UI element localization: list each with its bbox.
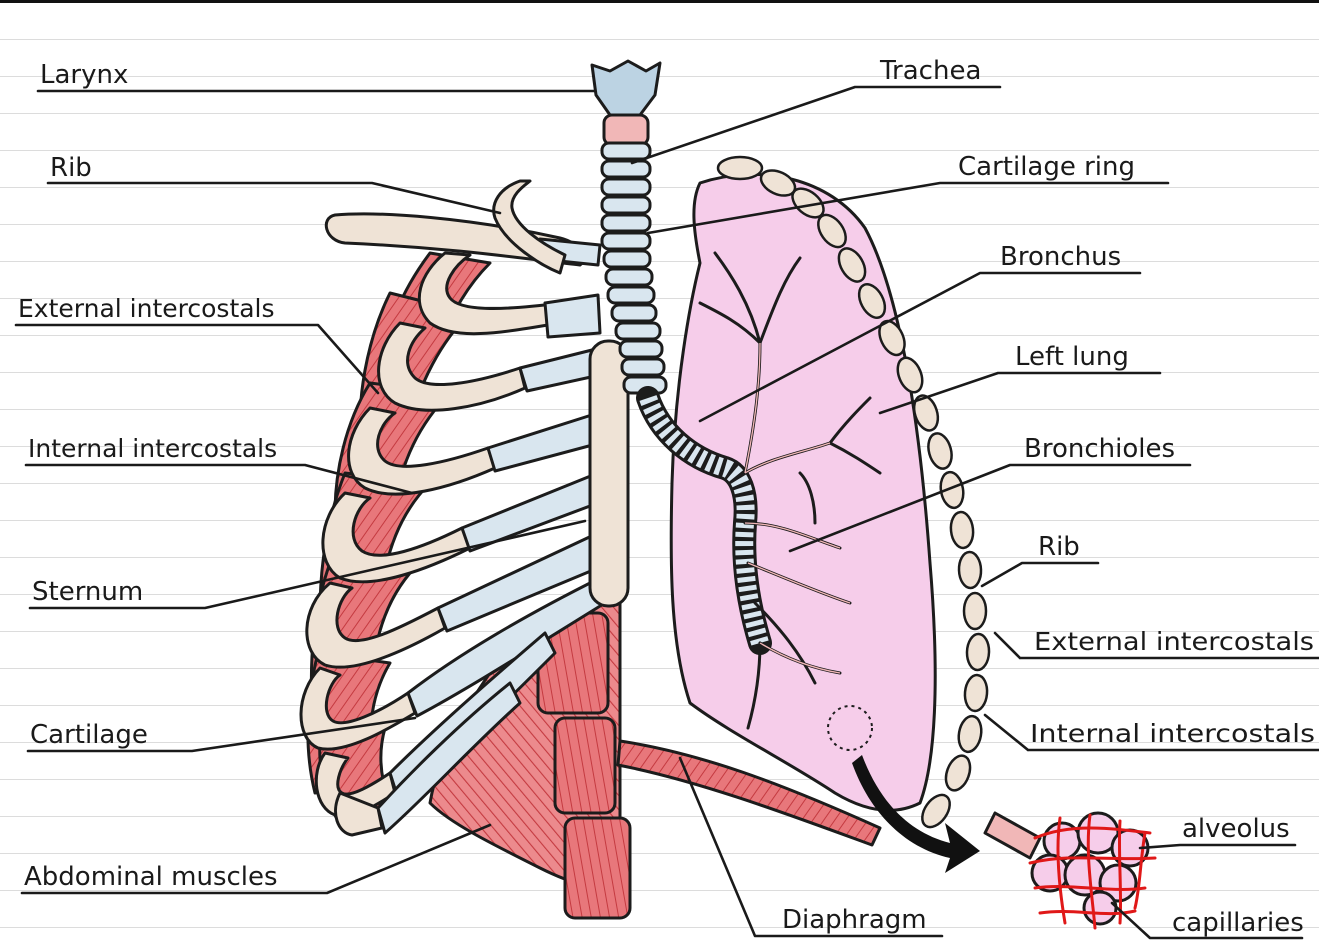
left-lung-shape [671,174,935,810]
leader-lines [16,87,1319,938]
labels: Larynx Trachea Rib Cartilage ring Bronch… [18,56,1315,938]
label-cartilage-ring: Cartilage ring [958,152,1135,182]
label-bronchus: Bronchus [1000,242,1121,272]
label-internal-intercostals-right: Internal intercostals [1030,719,1315,748]
label-sternum: Sternum [32,577,143,607]
rectus-segment-2 [555,718,615,813]
label-bronchioles: Bronchioles [1024,434,1175,464]
label-rib-right: Rib [1038,532,1080,562]
label-external-intercostals-left: External intercostals [18,294,275,323]
label-external-intercostals-right: External intercostals [1034,627,1314,656]
label-diaphragm: Diaphragm [782,905,927,935]
label-internal-intercostals-left: Internal intercostals [28,434,277,463]
label-capillaries: capillaries [1172,908,1304,938]
label-alveolus: alveolus [1182,814,1290,844]
label-larynx: Larynx [40,60,128,90]
rectus-segment-3 [565,818,630,918]
label-left-lung: Left lung [1015,342,1129,372]
label-abdominal-muscles: Abdominal muscles [24,862,278,892]
sternum-shape [590,341,628,606]
respiratory-system-diagram: Larynx Trachea Rib Cartilage ring Bronch… [0,3,1319,950]
label-cartilage: Cartilage [30,720,148,750]
label-rib-left: Rib [50,153,92,183]
label-trachea: Trachea [879,56,981,86]
